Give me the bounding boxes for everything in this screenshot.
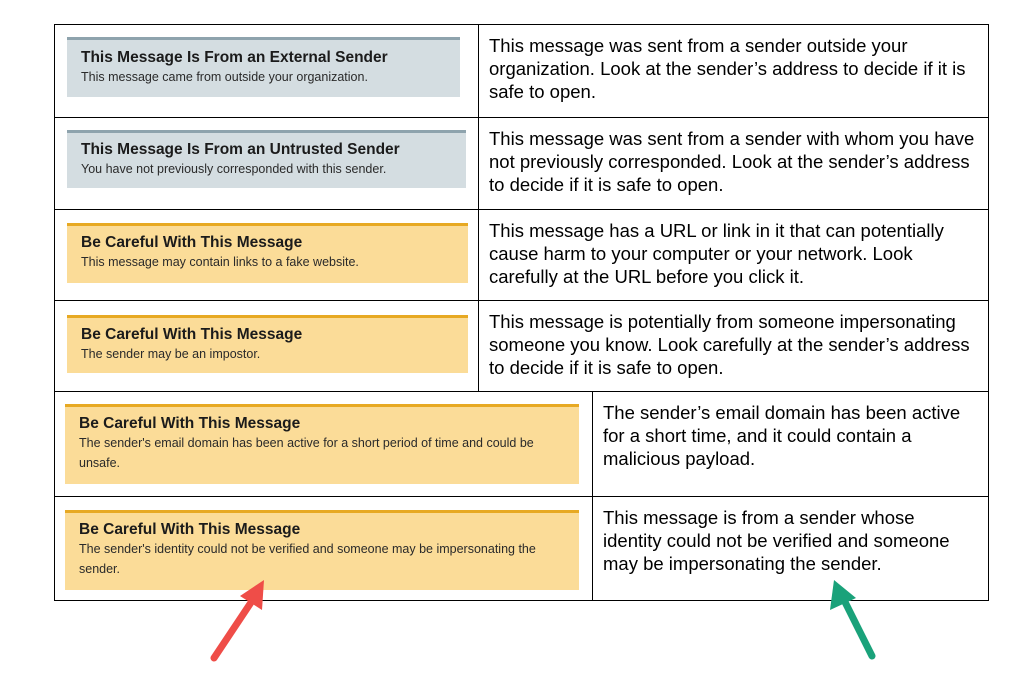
banner-text: This message may contain links to a fake… (81, 255, 359, 269)
description-cell: This message was sent from a sender with… (489, 128, 975, 195)
fake-website-banner: Be Careful With This Message This messag… (67, 223, 468, 283)
banner-title: Be Careful With This Message (79, 415, 301, 432)
description-cell: This message was sent from a sender outs… (489, 35, 966, 102)
unverified-identity-banner: Be Careful With This Message The sender'… (65, 510, 579, 590)
banner-title: Be Careful With This Message (79, 521, 301, 538)
description-cell: This message is from a sender whose iden… (603, 507, 950, 574)
table-row: This Message Is From an Untrusted Sender… (55, 117, 988, 209)
description-cell: The sender’s email domain has been activ… (603, 402, 961, 469)
banner-cell: Be Careful With This Message This messag… (55, 210, 479, 300)
banner-title: This Message Is From an Untrusted Sender (81, 141, 400, 158)
banner-text: The sender may be an impostor. (81, 347, 261, 361)
green-arrow-icon (830, 580, 876, 660)
table-row: Be Careful With This Message The sender'… (55, 391, 988, 496)
banner-text: The sender's email domain has been activ… (79, 436, 534, 470)
banner-cell: Be Careful With This Message The sender'… (55, 497, 593, 600)
external-sender-banner: This Message Is From an External Sender … (67, 37, 460, 97)
warning-banner-table: This Message Is From an External Sender … (54, 24, 989, 601)
table-row: This Message Is From an External Sender … (55, 25, 988, 117)
table-row: Be Careful With This Message This messag… (55, 209, 988, 300)
description-cell: This message has a URL or link in it tha… (489, 220, 944, 287)
banner-cell: Be Careful With This Message The sender'… (55, 392, 593, 496)
banner-cell: This Message Is From an External Sender … (55, 25, 479, 117)
untrusted-sender-banner: This Message Is From an Untrusted Sender… (67, 130, 466, 188)
banner-text: The sender's identity could not be verif… (79, 542, 536, 576)
red-arrow-icon (210, 580, 264, 662)
banner-title: This Message Is From an External Sender (81, 49, 388, 66)
banner-title: Be Careful With This Message (81, 326, 303, 343)
banner-text: You have not previously corresponded wit… (81, 162, 387, 176)
description-cell: This message is potentially from someone… (489, 311, 970, 378)
table-row: Be Careful With This Message The sender'… (55, 496, 988, 600)
banner-title: Be Careful With This Message (81, 234, 303, 251)
new-domain-banner: Be Careful With This Message The sender'… (65, 404, 579, 484)
impostor-banner: Be Careful With This Message The sender … (67, 315, 468, 373)
banner-cell: Be Careful With This Message The sender … (55, 301, 479, 391)
banner-text: This message came from outside your orga… (81, 70, 368, 84)
banner-cell: This Message Is From an Untrusted Sender… (55, 118, 479, 209)
table-row: Be Careful With This Message The sender … (55, 300, 988, 391)
